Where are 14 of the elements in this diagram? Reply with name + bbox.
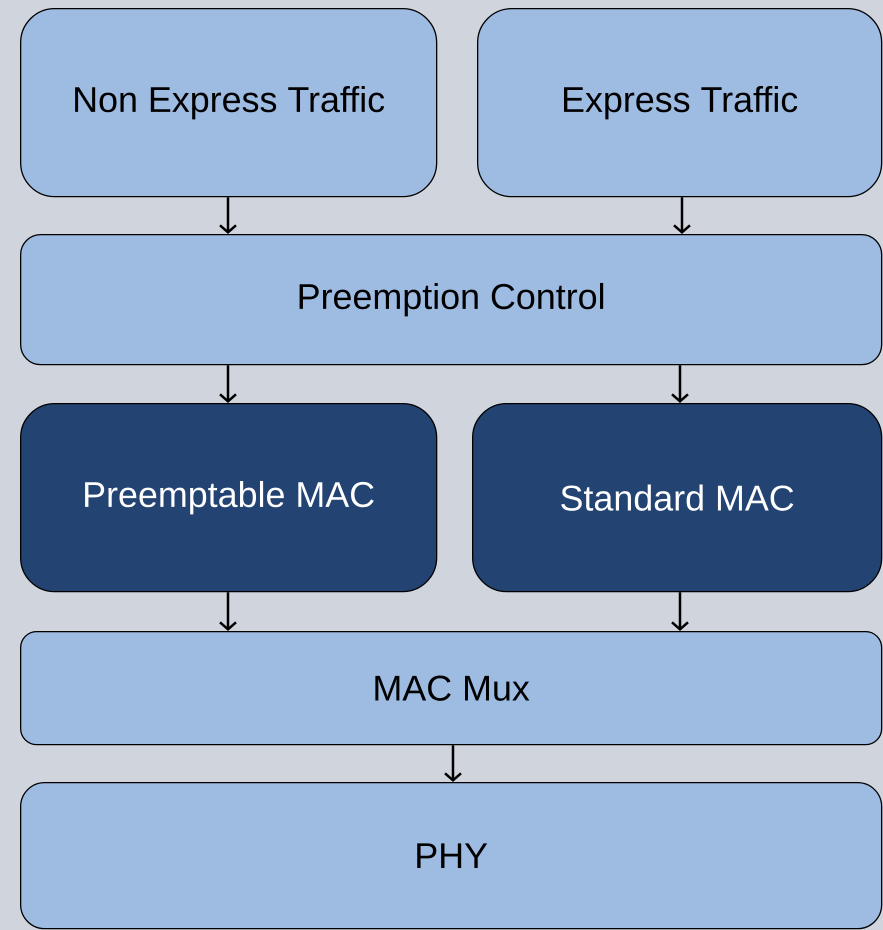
dark-box: Preemptable MAC (20, 403, 438, 592)
box: Preemption Control (20, 234, 882, 366)
arrow (219, 592, 237, 631)
box: Express Traffic (477, 8, 882, 198)
arrow (671, 592, 689, 631)
arrow (671, 365, 689, 403)
box: MAC Mux (20, 631, 882, 746)
arrow (673, 197, 691, 234)
box: PHY (20, 782, 882, 930)
arrow (219, 365, 237, 403)
arrow (444, 745, 462, 782)
dark-box: Standard MAC (472, 403, 882, 592)
box: Non Express Traffic (20, 8, 438, 198)
arrow (219, 197, 237, 234)
